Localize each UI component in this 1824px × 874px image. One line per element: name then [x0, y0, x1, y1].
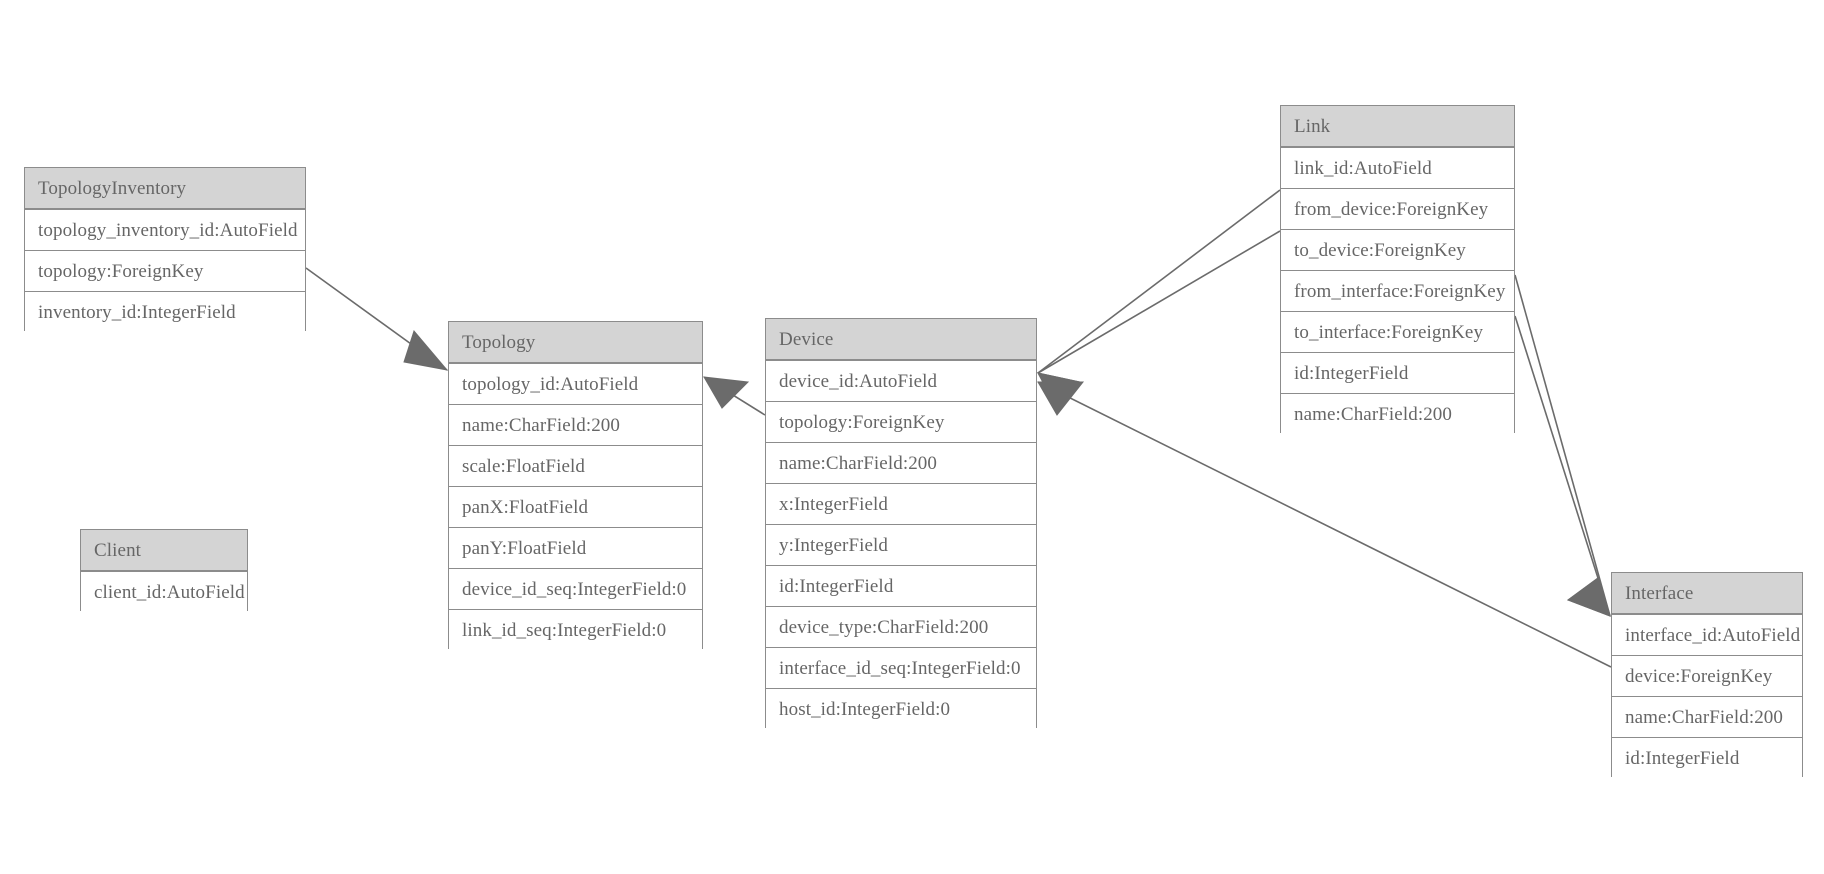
entity-field-row[interactable]: inventory_id:IntegerField [25, 291, 305, 332]
entity-field-row[interactable]: host_id:IntegerField:0 [766, 688, 1036, 729]
entity-field-row[interactable]: name:CharField:200 [1612, 696, 1802, 737]
relationship-rel-link-from-interface [1514, 274, 1611, 617]
relationship-rel-link-to-interface [1514, 315, 1611, 617]
entity-title-topology: Topology [449, 322, 702, 363]
entity-field-row[interactable]: device_id:AutoField [766, 360, 1036, 401]
relationship-arrowhead [1037, 372, 1082, 406]
entity-field-row[interactable]: interface_id_seq:IntegerField:0 [766, 647, 1036, 688]
relationship-arrowhead [1037, 372, 1082, 406]
entity-field-row[interactable]: device:ForeignKey [1612, 655, 1802, 696]
relationship-line [1514, 274, 1611, 617]
entity-field-row[interactable]: panX:FloatField [449, 486, 702, 527]
relationship-arrowhead [703, 376, 750, 409]
entity-field-row[interactable]: name:CharField:200 [766, 442, 1036, 483]
entity-title-topologyinventory: TopologyInventory [25, 168, 305, 209]
relationship-line [305, 267, 448, 371]
entity-field-row[interactable]: from_interface:ForeignKey [1281, 270, 1514, 311]
relationship-arrowhead [1037, 381, 1085, 416]
entity-field-row[interactable]: to_device:ForeignKey [1281, 229, 1514, 270]
entity-field-row[interactable]: topology:ForeignKey [25, 250, 305, 291]
entity-field-row[interactable]: name:CharField:200 [449, 404, 702, 445]
relationship-rel-link-from-device [1037, 189, 1281, 406]
entity-field-row[interactable]: from_device:ForeignKey [1281, 188, 1514, 229]
entity-field-row[interactable]: id:IntegerField [1612, 737, 1802, 778]
entity-field-row[interactable]: to_interface:ForeignKey [1281, 311, 1514, 352]
entity-field-row[interactable]: device_type:CharField:200 [766, 606, 1036, 647]
entity-title-interface: Interface [1612, 573, 1802, 614]
entity-field-row[interactable]: device_id_seq:IntegerField:0 [449, 568, 702, 609]
entity-field-row[interactable]: y:IntegerField [766, 524, 1036, 565]
relationship-line [1037, 230, 1281, 374]
entity-field-row[interactable]: topology_id:AutoField [449, 363, 702, 404]
entity-field-row[interactable]: id:IntegerField [1281, 352, 1514, 393]
entity-field-row[interactable]: topology:ForeignKey [766, 401, 1036, 442]
relationship-rel-link-to-device [1037, 230, 1281, 406]
entity-field-row[interactable]: panY:FloatField [449, 527, 702, 568]
relationship-rel-device-topology [703, 376, 766, 416]
relationship-line [1514, 315, 1611, 617]
entity-field-row[interactable]: scale:FloatField [449, 445, 702, 486]
relationship-line [703, 376, 766, 416]
relationship-arrowhead [403, 329, 449, 371]
relationship-arrowhead [1566, 577, 1611, 617]
entity-field-row[interactable]: link_id:AutoField [1281, 147, 1514, 188]
entity-title-client: Client [81, 530, 247, 571]
relationship-line [1037, 189, 1281, 374]
entity-field-row[interactable]: interface_id:AutoField [1612, 614, 1802, 655]
entity-field-row[interactable]: topology_inventory_id:AutoField [25, 209, 305, 250]
entity-field-row[interactable]: id:IntegerField [766, 565, 1036, 606]
entity-field-row[interactable]: x:IntegerField [766, 483, 1036, 524]
entity-title-link: Link [1281, 106, 1514, 147]
entity-field-row[interactable]: name:CharField:200 [1281, 393, 1514, 434]
entity-title-device: Device [766, 319, 1036, 360]
relationship-arrowhead [1566, 577, 1611, 617]
entity-field-row[interactable]: link_id_seq:IntegerField:0 [449, 609, 702, 650]
relationship-rel-topologyinventory-topology [305, 267, 449, 371]
entity-field-row[interactable]: client_id:AutoField [81, 571, 247, 612]
